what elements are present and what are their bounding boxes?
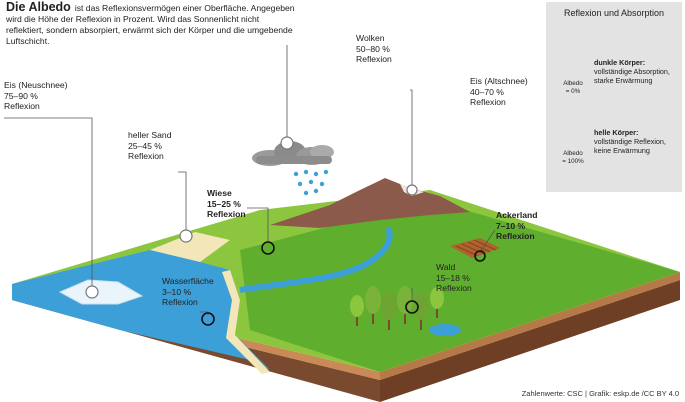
label-name: Wasserfläche: [162, 276, 214, 286]
river: [239, 226, 393, 293]
label-value: 25–45 %: [128, 140, 162, 151]
intro-title: Die Albedo: [6, 0, 71, 14]
forest: [350, 286, 444, 330]
wasser-marker: [201, 312, 215, 326]
soil-right-side: [380, 280, 680, 402]
legend-light-line2: keine Erwärmung: [594, 146, 650, 155]
water-shore: [222, 270, 270, 374]
label-value: 15–25 %: [207, 198, 241, 209]
legend-light-line1: vollständige Reflexion,: [594, 137, 666, 146]
label-unit: Reflexion: [470, 97, 506, 107]
legend-light-text: helle Körper: vollständige Reflexion, ke…: [594, 128, 666, 155]
label-value: 75–90 %: [4, 90, 38, 101]
green-field: [240, 200, 680, 372]
legend-dark-line2: starke Erwärmung: [594, 76, 653, 85]
legend-light-albedo-value: = 100%: [562, 157, 584, 165]
wald-marker: [405, 300, 419, 314]
legend-dark-albedo: Albedo = 0%: [558, 80, 588, 95]
label-ackerland: Ackerland 7–10 % Reflexion: [496, 210, 538, 242]
label-name: heller Sand: [128, 130, 172, 140]
sand-marker: [179, 229, 193, 243]
label-sand: heller Sand 25–45 % Reflexion: [128, 130, 171, 162]
label-name: Wald: [436, 262, 456, 272]
wolken-marker: [280, 136, 294, 150]
label-unit: Reflexion: [207, 209, 246, 219]
water-surface: [12, 250, 270, 370]
ackerland-marker: [474, 250, 486, 262]
intro-body: ist das Reflexionsvermögen einer Oberflä…: [6, 3, 295, 46]
legend-light-albedo-label: Albedo: [563, 150, 583, 157]
legend-panel: Reflexion und Absorption dunkle Körper: …: [546, 2, 682, 192]
label-wiese: Wiese 15–25 % Reflexion: [207, 188, 246, 220]
label-unit: Reflexion: [496, 231, 535, 241]
label-name: Wolken: [356, 33, 385, 43]
credit-line: Zahlenwerte: CSC | Grafik: eskp.de /CC B…: [521, 389, 679, 398]
label-name: Eis (Neuschnee): [4, 80, 68, 90]
legend-dark-albedo-label: Albedo: [563, 80, 583, 87]
label-wasser: Wasserfläche 3–10 % Reflexion: [162, 276, 214, 308]
label-value: 15–18 %: [436, 272, 470, 283]
label-unit: Reflexion: [436, 283, 472, 293]
legend-dark-line1: vollständige Absorption,: [594, 67, 670, 76]
label-neuschnee: Eis (Neuschnee) 75–90 % Reflexion: [4, 80, 68, 112]
label-value: 40–70 %: [470, 86, 504, 97]
label-value: 7–10 %: [496, 220, 526, 231]
label-name: Ackerland: [496, 210, 538, 220]
iceberg: [58, 279, 144, 305]
neuschnee-marker: [85, 285, 99, 299]
label-name: Eis (Altschnee): [470, 76, 528, 86]
label-value: 50–80 %: [356, 43, 390, 54]
farmland: [450, 238, 500, 258]
wiese-marker: [261, 241, 275, 255]
label-unit: Reflexion: [4, 101, 40, 111]
label-wolken: Wolken 50–80 % Reflexion: [356, 33, 392, 65]
label-value: 3–10 %: [162, 286, 192, 297]
label-unit: Reflexion: [356, 54, 392, 64]
legend-dark-heading: dunkle Körper:: [594, 58, 646, 67]
legend-title: Reflexion und Absorption: [563, 8, 665, 18]
altschnee-marker: [406, 184, 418, 196]
label-unit: Reflexion: [162, 297, 198, 307]
forest-pond: [429, 324, 461, 336]
leader-lines: [4, 45, 496, 315]
legend-dark-text: dunkle Körper: vollständige Absorption, …: [594, 58, 670, 85]
legend-dark-albedo-value: = 0%: [565, 87, 581, 95]
label-altschnee: Eis (Altschnee) 40–70 % Reflexion: [470, 76, 528, 108]
label-unit: Reflexion: [128, 151, 164, 161]
rain-drops: [293, 169, 329, 196]
legend-light-heading: helle Körper:: [594, 128, 639, 137]
label-name: Wiese: [207, 188, 232, 198]
soil-right-layer: [380, 272, 680, 380]
mountain-range: [270, 178, 470, 228]
label-wald: Wald 15–18 % Reflexion: [436, 262, 472, 294]
legend-light-albedo: Albedo = 100%: [558, 150, 588, 165]
